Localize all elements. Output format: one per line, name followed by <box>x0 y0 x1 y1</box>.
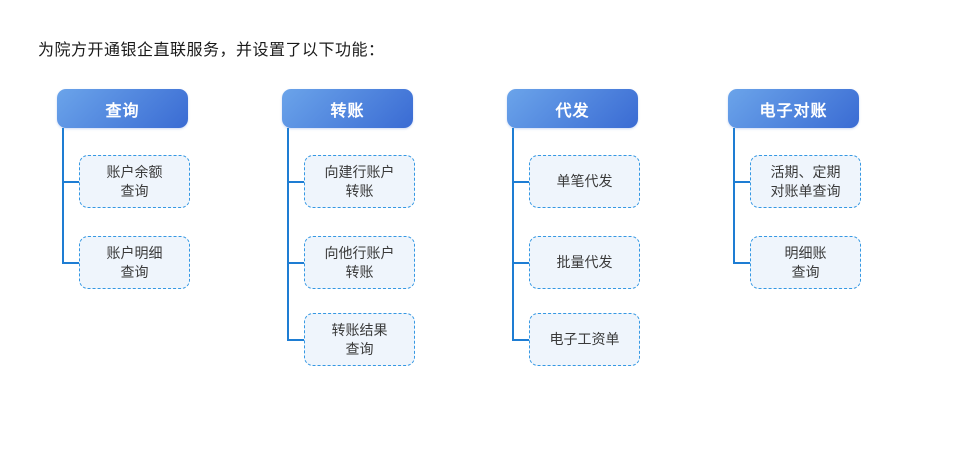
connector-vertical-line <box>512 128 514 340</box>
category-node: 电子对账 <box>728 89 859 128</box>
connector-branch-line <box>287 262 305 264</box>
page-title: 为院方开通银企直联服务，并设置了以下功能： <box>38 42 385 59</box>
connector-branch-line <box>62 262 80 264</box>
feature-node: 账户明细 查询 <box>79 236 190 289</box>
category-node: 查询 <box>57 89 188 128</box>
connector-branch-line <box>733 262 751 264</box>
connector-vertical-line <box>62 128 64 263</box>
feature-node: 账户余额 查询 <box>79 155 190 208</box>
connector-branch-line <box>512 339 530 341</box>
connector-vertical-line <box>733 128 735 263</box>
connector-branch-line <box>287 181 305 183</box>
category-node: 代发 <box>507 89 638 128</box>
connector-branch-line <box>287 339 305 341</box>
feature-node: 批量代发 <box>529 236 640 289</box>
feature-node: 明细账 查询 <box>750 236 861 289</box>
connector-branch-line <box>512 181 530 183</box>
feature-node: 电子工资单 <box>529 313 640 366</box>
feature-node: 活期、定期 对账单查询 <box>750 155 861 208</box>
feature-node: 向他行账户 转账 <box>304 236 415 289</box>
feature-node: 向建行账户 转账 <box>304 155 415 208</box>
category-node: 转账 <box>282 89 413 128</box>
connector-vertical-line <box>287 128 289 340</box>
connector-branch-line <box>733 181 751 183</box>
connector-branch-line <box>512 262 530 264</box>
feature-node: 转账结果 查询 <box>304 313 415 366</box>
connector-branch-line <box>62 181 80 183</box>
feature-node: 单笔代发 <box>529 155 640 208</box>
